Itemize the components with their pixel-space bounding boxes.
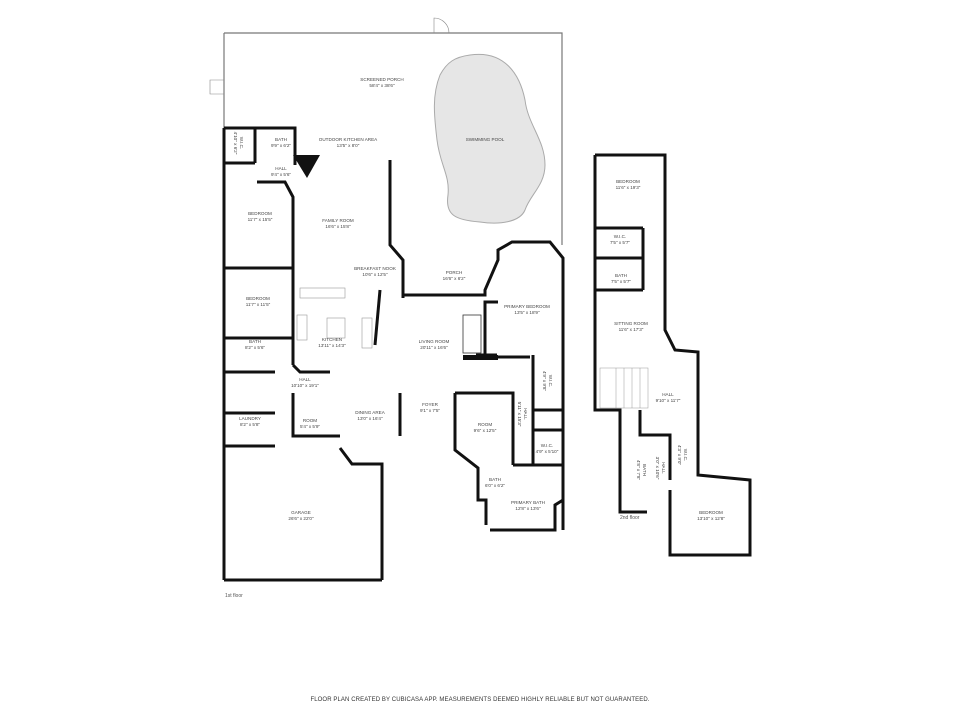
floor-label-2nd: 2nd floor xyxy=(620,515,640,521)
room-wic-2: W.I.C.4'9" x 9'8" xyxy=(542,370,553,392)
kitchen-counters xyxy=(296,287,373,349)
fireplace-hatch xyxy=(462,314,482,354)
stairs-icon xyxy=(599,367,649,409)
first-floor-walls xyxy=(222,126,565,582)
floor-label-1st: 1st floor xyxy=(225,593,243,599)
room-2f-wic-2: W.I.C.4'3" x 9'0" xyxy=(677,444,688,466)
disclaimer-footer: FLOOR PLAN CREATED BY CUBICASA APP. MEAS… xyxy=(310,697,650,703)
swimming-pool-icon xyxy=(433,53,546,224)
room-wic-3: W.I.C.4'9" x 5'10" xyxy=(535,443,559,454)
second-floor-walls xyxy=(593,153,752,557)
chimney-block xyxy=(293,155,320,178)
room-wic-1: W.I.C.4'10" x 6'2" xyxy=(233,131,244,155)
porch-door-icon xyxy=(209,17,450,95)
screened-porch-outline xyxy=(223,32,563,245)
room-2f-wic: W.I.C.7'5" x 5'7" xyxy=(609,234,631,245)
room-swimming-pool: SWIMMING POOL xyxy=(465,137,505,142)
